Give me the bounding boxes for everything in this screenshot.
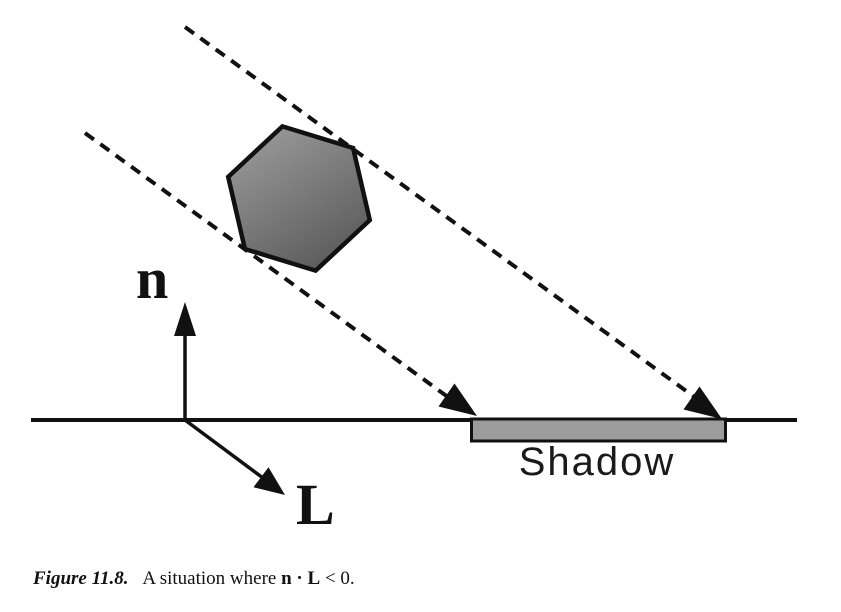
shadow-label: Shadow bbox=[518, 440, 676, 484]
light-vector-line bbox=[183, 418, 265, 480]
light-ray-lower-arrowhead-icon bbox=[438, 383, 477, 416]
shadow-rect bbox=[470, 417, 727, 443]
caption-dot-operator: · bbox=[296, 568, 303, 589]
caption-vector-n: n bbox=[281, 568, 292, 589]
figure-caption: Figure 11.8. A situation where n · L < 0… bbox=[33, 566, 355, 592]
normal-vector-label: n bbox=[136, 246, 169, 311]
occluder-hexagon bbox=[225, 123, 373, 274]
caption-text-before: A situation where bbox=[142, 568, 282, 589]
caption-figure-number: Figure 11.8. bbox=[33, 568, 129, 589]
caption-vector-l: L bbox=[307, 568, 321, 589]
light-vector-arrowhead-icon bbox=[253, 467, 285, 495]
light-vector-label: L bbox=[296, 472, 335, 537]
caption-text-after: < 0. bbox=[324, 568, 355, 589]
normal-vector-arrowhead-icon bbox=[174, 302, 196, 336]
light-ray-upper-arrowhead-icon bbox=[683, 386, 722, 419]
